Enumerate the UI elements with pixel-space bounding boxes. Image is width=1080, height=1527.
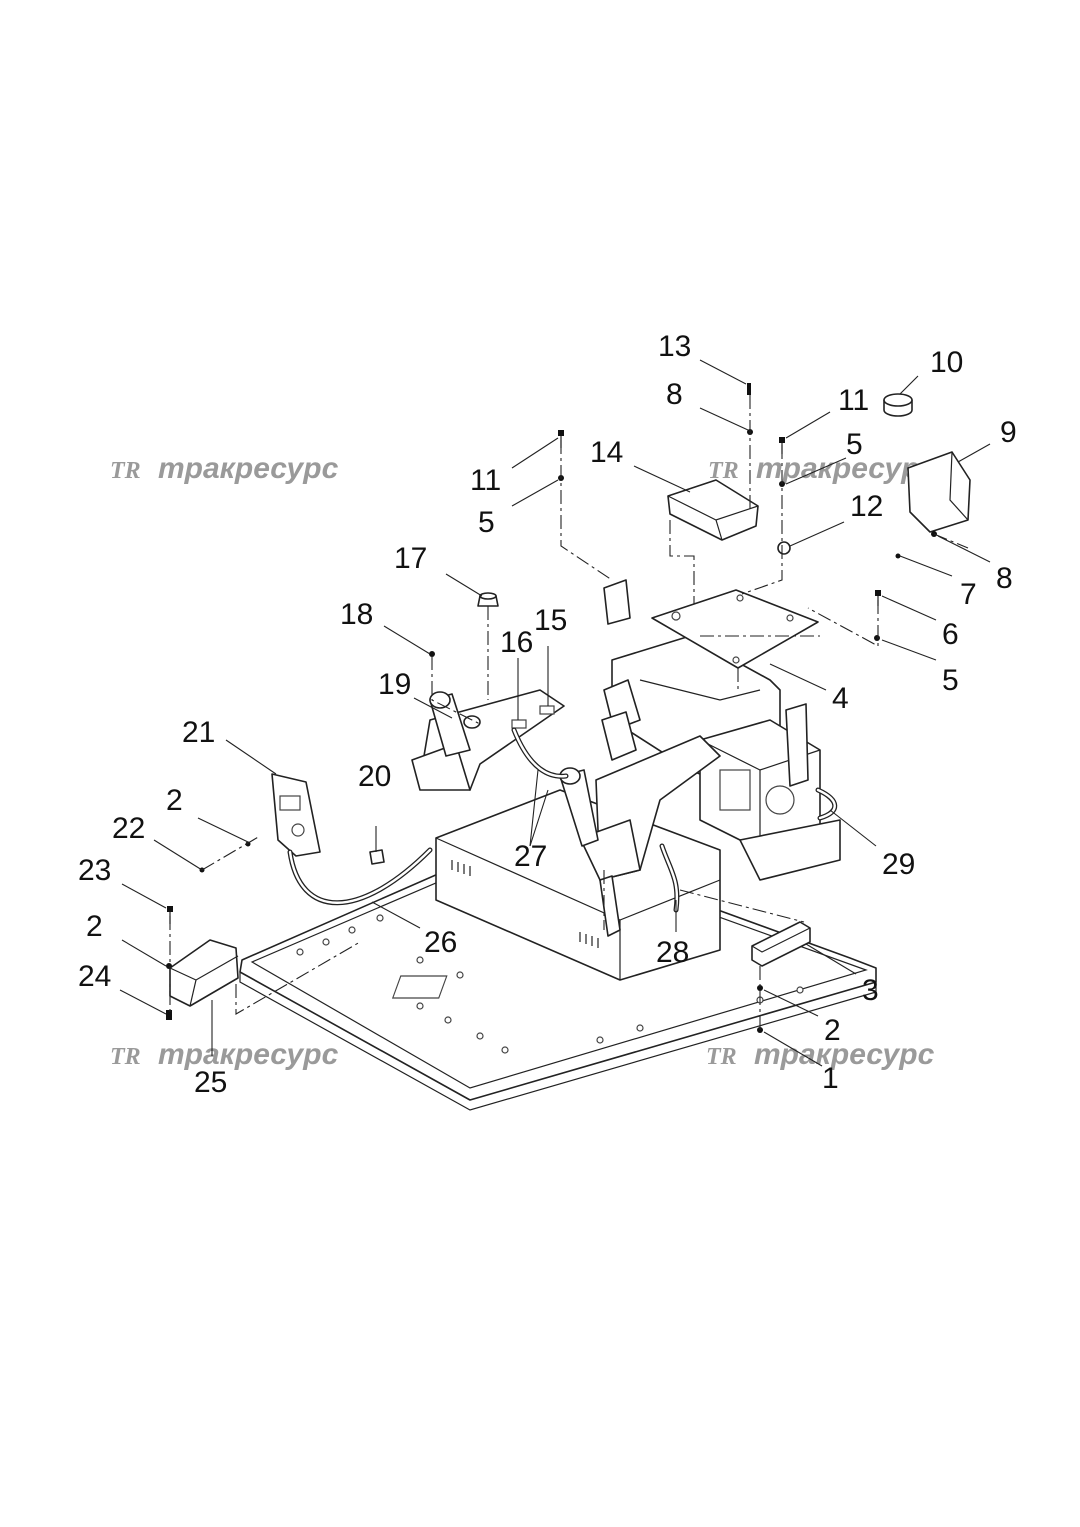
- callout-24: 24: [78, 960, 111, 993]
- harness-26: [287, 847, 433, 906]
- watermark-logo: TR: [706, 1044, 737, 1070]
- cap-part: [883, 393, 913, 417]
- right-console: [559, 735, 721, 937]
- leader-lines: [119, 359, 991, 1067]
- bracket-plate: [907, 451, 971, 533]
- assembly-centerlines: [169, 395, 969, 1032]
- small-connector-20: [369, 849, 385, 865]
- callout-4: 4: [832, 682, 849, 715]
- watermark-text: тракресурс: [754, 1038, 935, 1071]
- small-module: [751, 921, 811, 967]
- watermark-logo: TR: [110, 1044, 141, 1070]
- watermark-logo: TR: [110, 458, 141, 484]
- monitor-display: [271, 773, 321, 857]
- callout-17: 17: [394, 542, 427, 575]
- callout-22: 22: [112, 812, 145, 845]
- callout-15: 15: [534, 604, 567, 637]
- callout-23: 23: [78, 854, 111, 887]
- callout-8: 8: [996, 562, 1013, 595]
- left-console: [411, 689, 565, 791]
- callout-26: 26: [424, 926, 457, 959]
- callout-21: 21: [182, 716, 215, 749]
- callout-13: 13: [658, 330, 691, 363]
- callout-5: 5: [942, 664, 959, 697]
- callout-9: 9: [1000, 416, 1017, 449]
- callout-8: 8: [666, 378, 683, 411]
- callout-14: 14: [590, 436, 623, 469]
- callout-6: 6: [942, 618, 959, 651]
- callout-labels: 13 10 8 11 9 14 5 11 5 12 17 7 8 18 15 1…: [78, 330, 1017, 1099]
- callout-2: 2: [86, 910, 103, 943]
- harness-28: [659, 843, 680, 913]
- watermark-bottom-left: TR тракресурс: [110, 1038, 339, 1071]
- callout-20: 20: [358, 760, 391, 793]
- callout-11: 11: [838, 384, 869, 417]
- callout-28: 28: [656, 936, 689, 969]
- callout-19: 19: [378, 668, 411, 701]
- callout-3: 3: [862, 974, 879, 1007]
- harness-29: [815, 787, 838, 821]
- control-knob: [477, 592, 499, 607]
- callout-27: 27: [514, 840, 547, 873]
- watermark-text: тракресурс: [756, 452, 937, 485]
- mounting-plate: [651, 589, 819, 669]
- callout-2: 2: [824, 1014, 841, 1047]
- callout-10: 10: [930, 346, 963, 379]
- callout-29: 29: [882, 848, 915, 881]
- relay-bracket: [603, 579, 631, 625]
- watermark-top-left: TR тракресурс: [110, 452, 339, 485]
- foot-pedal: [169, 939, 239, 1007]
- air-conditioner-unit: [601, 635, 841, 881]
- harness-27: [511, 727, 569, 779]
- callout-7: 7: [960, 578, 977, 611]
- callout-18: 18: [340, 598, 373, 631]
- watermark-bottom-right: TR тракресурс: [706, 1038, 935, 1071]
- callout-5: 5: [846, 428, 863, 461]
- watermark-text: тракресурс: [158, 452, 339, 485]
- watermark-logo: TR: [708, 458, 739, 484]
- callout-5: 5: [478, 506, 495, 539]
- callout-1: 1: [822, 1062, 839, 1095]
- watermark-top-right: TR тракресурс: [708, 452, 937, 485]
- callout-16: 16: [500, 626, 533, 659]
- watermark-text: тракресурс: [158, 1038, 339, 1071]
- callout-25: 25: [194, 1066, 227, 1099]
- ecu-controller: [667, 479, 759, 541]
- callout-11: 11: [470, 464, 501, 497]
- callout-2: 2: [166, 784, 183, 817]
- callout-12: 12: [850, 490, 883, 523]
